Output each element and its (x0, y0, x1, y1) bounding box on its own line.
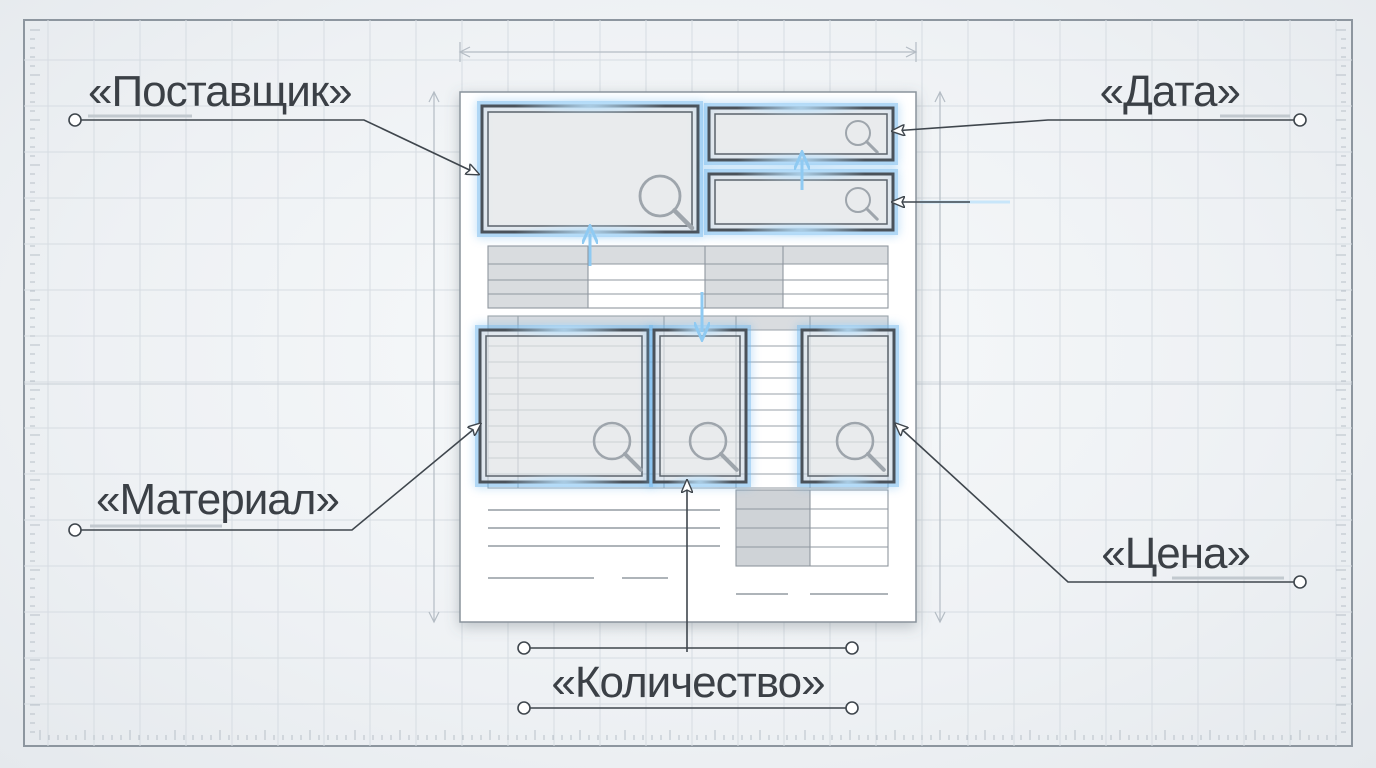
label-quantity: «Количество» (551, 658, 824, 707)
quantity-field (649, 322, 751, 490)
magnifier-icon (638, 174, 695, 231)
price-field (797, 322, 899, 490)
label-date: «Дата» (1100, 67, 1240, 116)
leader-supplier (75, 119, 478, 174)
magnifier-icon (592, 421, 643, 472)
callout-leaders (68, 113, 1307, 715)
dimension-lines (428, 42, 946, 624)
leader-material (75, 424, 480, 531)
leader-dot-material (68, 523, 82, 537)
magnifier-icon (845, 187, 879, 221)
leader-date (893, 119, 1300, 131)
upper-table (487, 245, 889, 309)
label-price: «Цена» (1101, 529, 1250, 578)
callout-labels: «Поставщик» «Дата» «Материал» «Цена» «Ко… (88, 67, 1251, 707)
material-field (475, 322, 653, 490)
magnifier-icon (835, 421, 886, 472)
label-material: «Материал» (96, 475, 339, 524)
summary-table (735, 489, 889, 567)
magnifier-icon (688, 421, 739, 472)
leader-dot-supplier (68, 113, 82, 127)
date-field (704, 100, 898, 168)
ruler-ticks (30, 29, 1346, 740)
leader-dot-price (1293, 575, 1307, 589)
supplier-field (477, 98, 703, 240)
label-supplier: «Поставщик» (88, 67, 352, 116)
outer-frame (23, 19, 1353, 747)
text-lines (488, 509, 888, 595)
leader-price (896, 424, 1300, 583)
leader-dot-date (1293, 113, 1307, 127)
label-underlines (88, 114, 1290, 580)
magnifier-icon (845, 120, 879, 154)
